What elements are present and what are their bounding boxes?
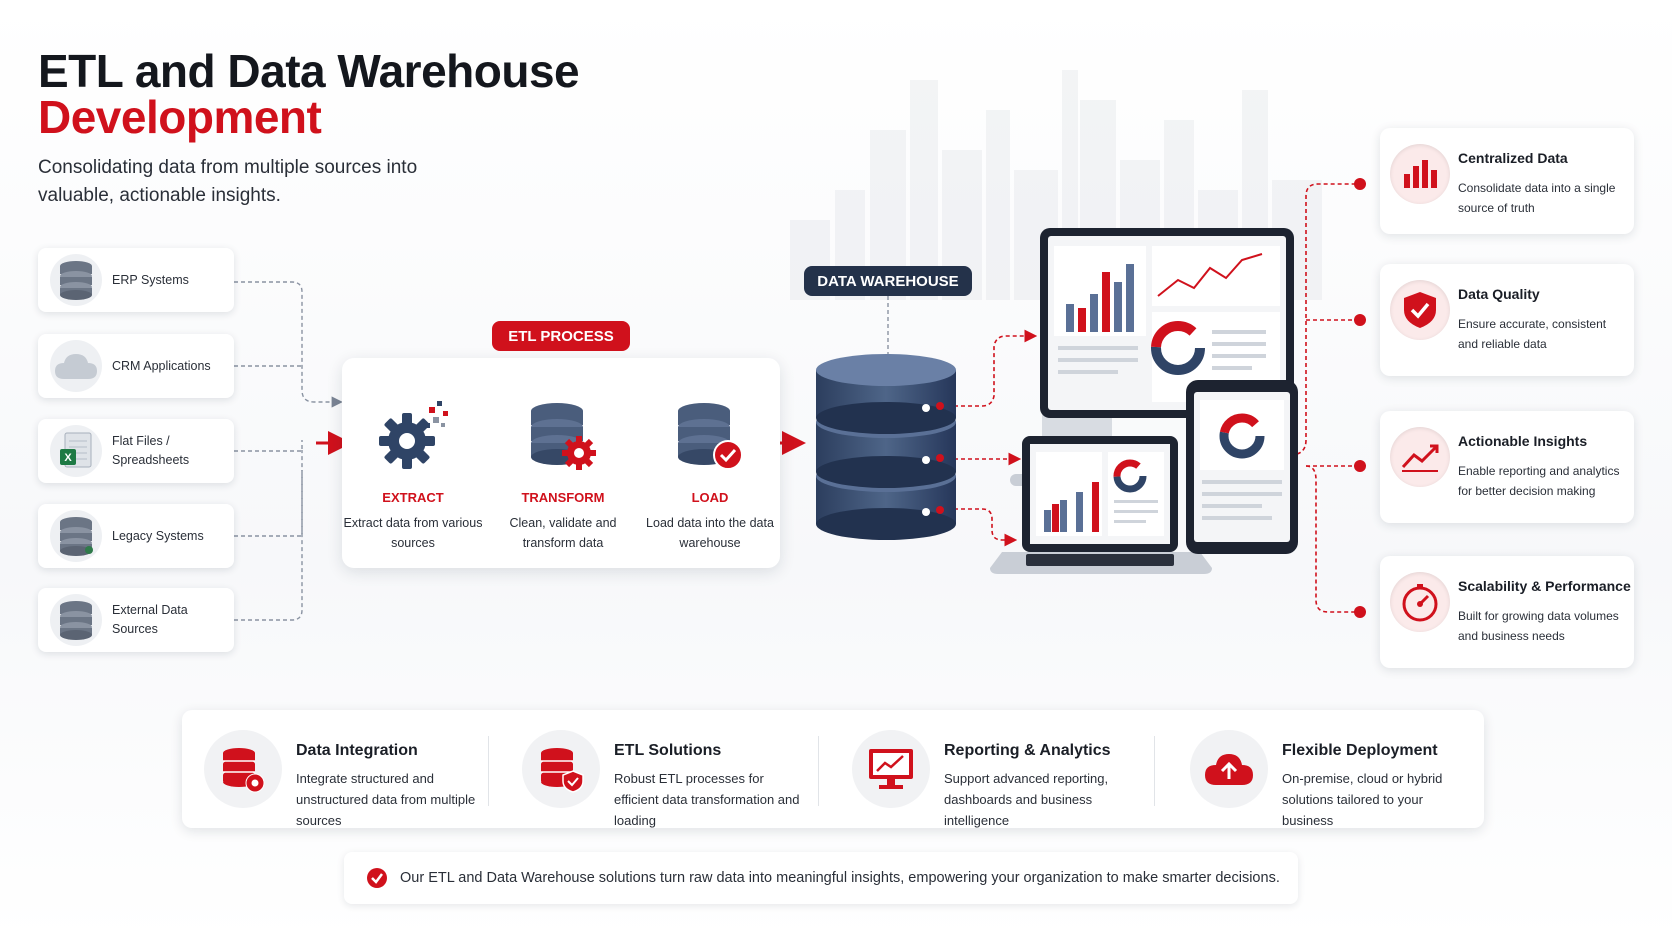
database-icon — [50, 254, 102, 306]
source-card-erp: ERP Systems — [38, 248, 234, 312]
benefit-title: Actionable Insights — [1458, 433, 1588, 449]
feature-title: Reporting & Analytics — [944, 742, 1111, 759]
benefit-title: Scalability & Performance — [1458, 578, 1631, 594]
benefit-title: Data Quality — [1458, 286, 1540, 302]
footer-statement: Our ETL and Data Warehouse solutions tur… — [344, 852, 1298, 904]
source-label: Legacy Systems — [112, 528, 204, 543]
feature-divider — [1154, 736, 1155, 806]
data-warehouse-badge: DATA WAREHOUSE — [804, 266, 972, 296]
benefit-card-centralized-data: Centralized Data Consolidate data into a… — [1380, 128, 1634, 234]
page-title: ETL and Data Warehouse — [38, 45, 580, 97]
database-gear-icon — [204, 730, 282, 808]
source-card-crm: CRM Applications — [38, 334, 234, 398]
page-title-highlight: Development — [38, 91, 322, 143]
bar-chart-icon — [1390, 144, 1450, 204]
benefit-description: Ensure accurate, consistent and reliable… — [1458, 317, 1607, 351]
database-icon — [50, 594, 102, 646]
step-title: EXTRACT — [382, 490, 444, 505]
benefit-title: Centralized Data — [1458, 150, 1568, 166]
etl-step-extract: EXTRACT Extract data from various source… — [343, 392, 483, 553]
database-check-icon — [640, 392, 780, 482]
feature-divider — [818, 736, 819, 806]
step-description: Clean, validate and transform data — [509, 516, 617, 550]
shield-check-icon — [1390, 280, 1450, 340]
feature-data-integration: Data Integration Integrate structured an… — [204, 728, 494, 828]
benefit-card-actionable-insights: Actionable Insights Enable reporting and… — [1380, 411, 1634, 523]
benefit-description: Consolidate data into a single source of… — [1458, 181, 1616, 215]
cloud-icon — [50, 340, 102, 392]
feature-flexible-deployment: Flexible Deployment On-premise, cloud or… — [1190, 728, 1480, 828]
feature-divider — [488, 736, 489, 806]
benefit-description: Built for growing data volumes and busin… — [1458, 609, 1619, 643]
source-label: External Data Sources — [112, 603, 188, 636]
step-description: Load data into the data warehouse — [646, 516, 774, 550]
step-description: Extract data from various sources — [343, 516, 483, 550]
monitor-chart-icon — [852, 730, 930, 808]
trend-line-icon — [1390, 427, 1450, 487]
step-title: LOAD — [691, 490, 729, 505]
feature-description: Integrate structured and unstructured da… — [296, 771, 476, 828]
speedometer-icon — [1390, 572, 1450, 632]
benefit-card-data-quality: Data Quality Ensure accurate, consistent… — [1380, 264, 1634, 376]
svg-text:X: X — [64, 452, 72, 464]
database-icon — [50, 510, 102, 562]
etl-process-badge: ETL PROCESS — [492, 321, 630, 351]
feature-description: Support advanced reporting, dashboards a… — [944, 771, 1109, 828]
feature-description: On-premise, cloud or hybrid solutions ta… — [1282, 771, 1443, 828]
feature-description: Robust ETL processes for efficient data … — [614, 771, 800, 828]
database-gear-icon — [493, 392, 633, 482]
database-shield-icon — [522, 730, 600, 808]
feature-reporting-analytics: Reporting & Analytics Support advanced r… — [852, 728, 1152, 828]
source-card-flat-files: X Flat Files / Spreadsheets — [38, 419, 234, 483]
feature-title: Data Integration — [296, 742, 418, 759]
source-label: CRM Applications — [112, 358, 211, 373]
spreadsheet-icon: X — [50, 425, 102, 477]
dashboard-devices-illustration — [990, 228, 1298, 574]
footer-text: Our ETL and Data Warehouse solutions tur… — [400, 870, 1280, 886]
source-card-external: External Data Sources — [38, 588, 234, 652]
etl-step-transform: TRANSFORM Clean, validate and transform … — [493, 392, 633, 553]
benefit-description: Enable reporting and analytics for bette… — [1458, 464, 1620, 498]
source-card-legacy: Legacy Systems — [38, 504, 234, 568]
benefit-card-scalability: Scalability & Performance Built for grow… — [1380, 556, 1634, 668]
step-title: TRANSFORM — [521, 490, 605, 505]
feature-strip: Data Integration Integrate structured an… — [182, 710, 1484, 828]
page-subtitle: Consolidating data from multiple sources… — [38, 157, 418, 206]
feature-etl-solutions: ETL Solutions Robust ETL processes for e… — [522, 728, 812, 828]
feature-title: ETL Solutions — [614, 742, 722, 759]
feature-title: Flexible Deployment — [1282, 742, 1438, 759]
etl-step-load: LOAD Load data into the data warehouse — [640, 392, 780, 553]
data-warehouse-icon — [816, 354, 956, 540]
source-label: Flat Files / Spreadsheets — [112, 434, 190, 467]
check-circle-icon — [366, 867, 388, 889]
gear-icon — [343, 392, 483, 482]
cloud-upload-icon — [1190, 730, 1268, 808]
source-label: ERP Systems — [112, 272, 189, 287]
